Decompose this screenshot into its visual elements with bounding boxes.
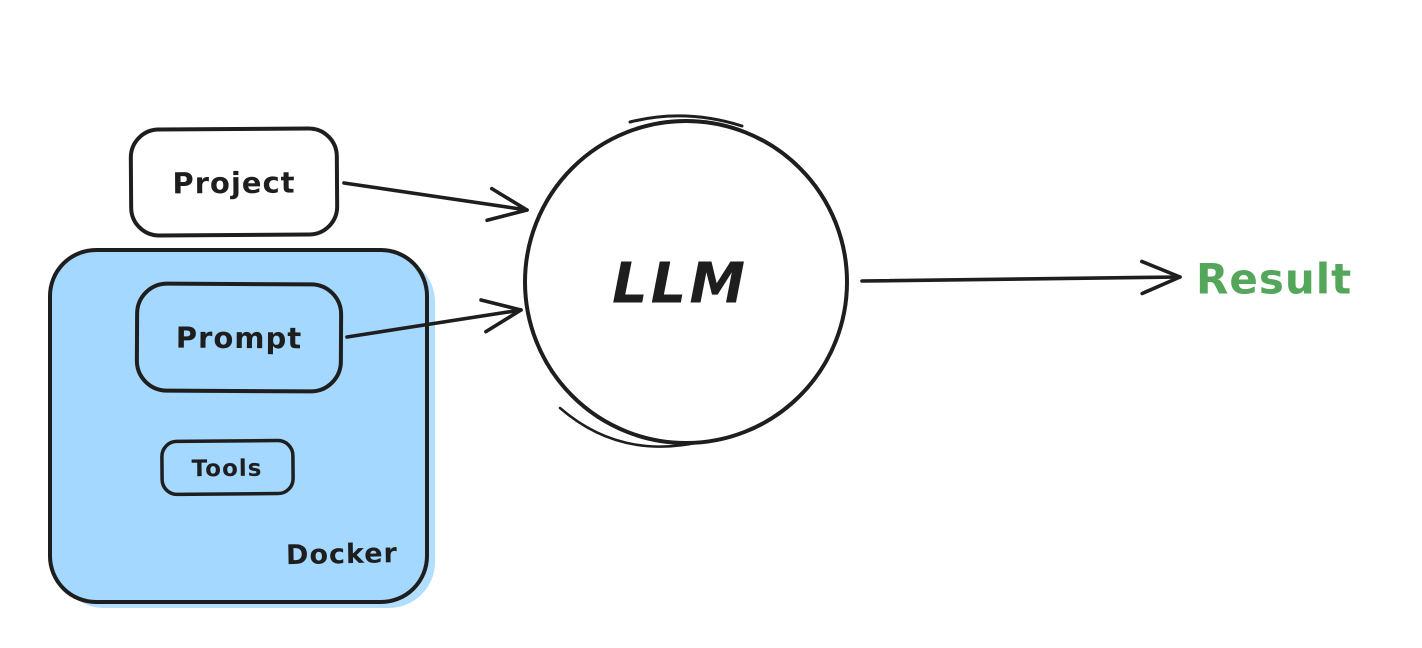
arrow-prompt-to-llm bbox=[345, 298, 523, 339]
result-label: Result bbox=[1196, 255, 1352, 304]
project-label: Project bbox=[172, 166, 295, 201]
arrow-llm-to-result bbox=[860, 259, 1182, 296]
tools-label: Tools bbox=[191, 456, 262, 483]
arrow-project-to-llm bbox=[342, 181, 529, 223]
prompt-label: Prompt bbox=[176, 321, 303, 356]
project-node: Project bbox=[128, 126, 340, 238]
docker-label: Docker bbox=[286, 538, 398, 571]
docker-container-node: Docker bbox=[48, 248, 435, 608]
tools-node: Tools bbox=[160, 438, 295, 497]
project-box bbox=[128, 126, 340, 238]
prompt-node: Prompt bbox=[134, 281, 344, 394]
docker-box bbox=[48, 248, 429, 604]
prompt-box bbox=[134, 281, 344, 394]
llm-node: LLM bbox=[523, 114, 849, 448]
llm-circle-sketch-detail bbox=[628, 114, 744, 128]
llm-label: LLM bbox=[612, 252, 748, 317]
llm-circle-sketch-detail-bottom bbox=[558, 406, 702, 448]
tools-box bbox=[160, 438, 295, 497]
llm-circle bbox=[523, 119, 849, 445]
